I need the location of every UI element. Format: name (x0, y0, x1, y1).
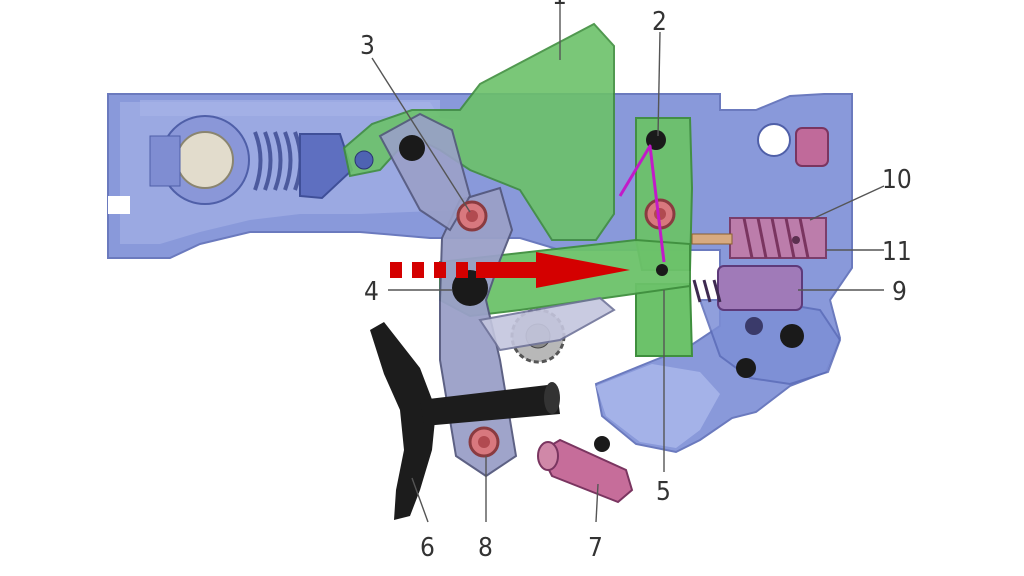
part-10-rod (691, 233, 733, 245)
pin-lug-a (780, 324, 804, 348)
red-pins (456, 198, 676, 458)
part-10-coils (742, 217, 810, 259)
pin-4-dark (452, 270, 488, 306)
pin-3-center (466, 210, 478, 222)
top-right-pin (757, 123, 829, 167)
part-9-housing (717, 265, 803, 311)
dark-pins (452, 264, 804, 452)
trigger-blade (370, 322, 436, 520)
pin-lug-c (745, 317, 763, 335)
motion-arrow (390, 252, 630, 288)
leader-2 (657, 31, 661, 137)
callout-1: 1 (552, 0, 567, 11)
housing-lower-ledge (596, 364, 720, 448)
callout-3: 3 (360, 31, 375, 61)
callout-9: 9 (892, 277, 907, 307)
part-1-pin-hole (354, 150, 374, 170)
part-7-plunger (537, 438, 634, 504)
part-6-trigger (370, 322, 560, 520)
callout-11: 11 (882, 237, 912, 267)
pin-8-center (478, 436, 490, 448)
callout-6: 6 (420, 533, 435, 563)
leader-3 (371, 57, 471, 213)
callout-2: 2 (652, 7, 667, 37)
pin-ledge (594, 436, 610, 452)
housing-lower-left-notch (108, 196, 130, 214)
callout-labels: 1 2 3 4 5 6 7 8 9 10 11 (360, 0, 912, 563)
sear-plate (478, 296, 616, 352)
callout-8: 8 (478, 533, 493, 563)
pivot-pin-left (176, 131, 234, 189)
callout-4: 4 (364, 277, 379, 307)
pin-lug-b (736, 358, 756, 378)
trigger-pin-end (544, 382, 560, 414)
top-right-hole (757, 123, 791, 157)
part-9-coils (692, 279, 722, 303)
part-3-upper-pin-dark (399, 135, 425, 161)
left-spring-assembly (149, 115, 354, 205)
plunger-body (538, 438, 634, 504)
spring-guide-left (149, 135, 181, 187)
motion-arrow-dashes (390, 262, 536, 278)
hammer-strut (299, 133, 354, 200)
leader-10 (809, 185, 885, 221)
part-9-spring (692, 265, 803, 311)
indicator-lines (618, 144, 666, 263)
housing-upper-rail (140, 100, 440, 116)
motion-arrow-head (536, 252, 630, 288)
part-10-spring (691, 217, 827, 259)
leader-lines (371, 0, 885, 523)
leader-7 (595, 483, 599, 523)
leader-6 (411, 477, 429, 523)
part-10-hole (792, 236, 800, 244)
callout-5: 5 (656, 477, 671, 507)
callout-10: 10 (882, 165, 912, 195)
pin-2-contact (656, 264, 668, 276)
top-right-pin-body (795, 127, 829, 167)
trigger-pin-bar (420, 384, 560, 426)
plunger-tip (537, 441, 559, 471)
callout-7: 7 (588, 533, 603, 563)
